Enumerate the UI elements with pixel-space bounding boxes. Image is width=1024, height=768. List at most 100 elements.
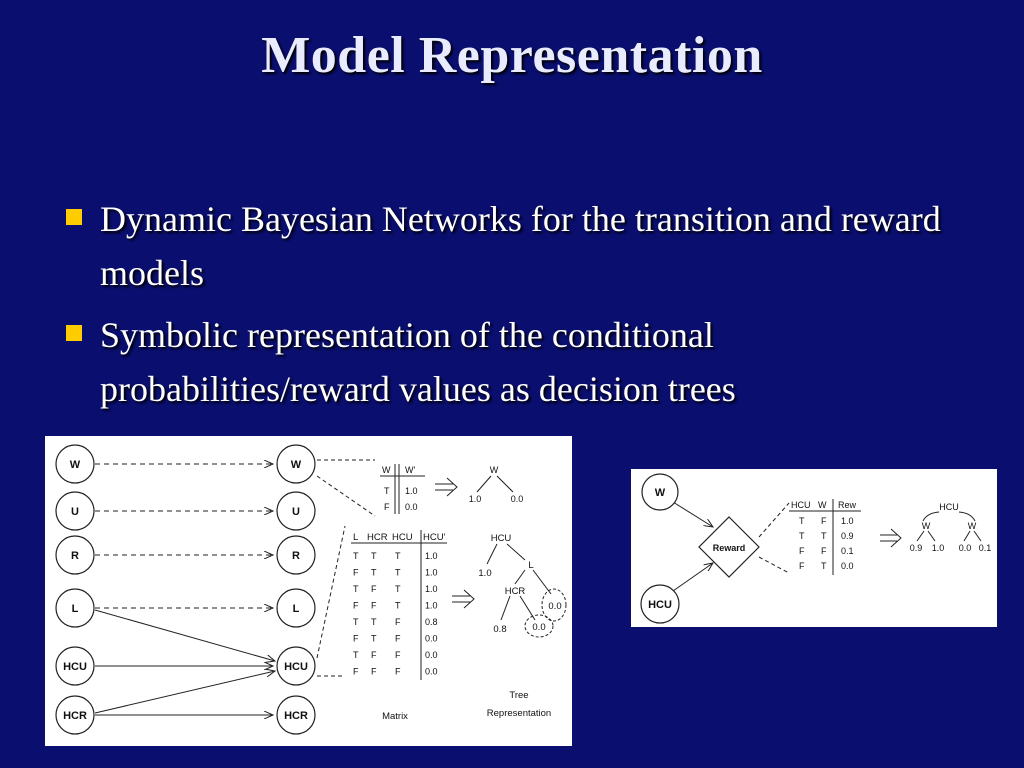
matrix-cell: F [395, 617, 401, 627]
matrix-cell: T [395, 568, 401, 578]
dbn-transition-diagram: W U R L HCU HCR W U R L HCU HCR W W' T 1… [55, 444, 567, 735]
matrix-cell: T [353, 617, 359, 627]
node-circle [640, 584, 680, 624]
tree-leaf: 0.1 [979, 543, 992, 553]
table-cell: T [821, 531, 827, 541]
dbn-transition-figure: W U R L HCU HCR W U R L HCU HCR W W' T 1… [45, 436, 572, 746]
table-cell: 0.0 [841, 561, 854, 571]
tree-node: W [922, 521, 931, 531]
matrix-cell: T [395, 551, 401, 561]
tree-caption: Representation [487, 708, 551, 719]
node-circle [55, 444, 95, 484]
table-cell: F [799, 561, 805, 571]
table-header: W [382, 465, 391, 475]
matrix-cell: 1.0 [425, 551, 438, 561]
matrix-cell: 0.0 [425, 634, 438, 644]
hcu-decision-tree: HCU L HCR 1.0 0.0 0.8 0.0 Tree Represent… [478, 533, 567, 719]
tree-leaf: 1.0 [932, 543, 945, 553]
reward-decision-tree: HCU W W 0.9 1.0 0.0 0.1 [910, 502, 992, 553]
matrix-cell: T [353, 650, 359, 660]
implies-arrow-icon [452, 589, 475, 609]
node-label-u-next: U [292, 506, 300, 518]
matrix-cell: T [371, 617, 377, 627]
tree-leaf: 0.0 [511, 494, 524, 504]
reward-diamond [698, 516, 760, 578]
tree-leaf: 0.8 [493, 624, 506, 635]
matrix-cell: F [371, 601, 377, 611]
matrix-caption: Matrix [382, 711, 408, 722]
tree-leaf: 0.9 [910, 543, 923, 553]
matrix-cell: F [371, 584, 377, 594]
matrix-cell: F [353, 601, 359, 611]
tree-node: L [528, 560, 533, 571]
node-label-w: W [70, 459, 81, 471]
node-circle [276, 695, 316, 735]
matrix-cell: T [371, 568, 377, 578]
node-circle [276, 444, 316, 484]
tree-leaf: 0.0 [548, 601, 561, 612]
node-label-hcr-next: HCR [284, 710, 308, 722]
tree-node: HCU [491, 533, 512, 544]
tree-node: W [490, 465, 499, 475]
node-circle [55, 695, 95, 735]
tree-node: HCU [939, 502, 959, 512]
node-label-w-next: W [291, 459, 302, 471]
table-cell: 1.0 [841, 516, 854, 526]
table-header: Rew [838, 500, 857, 510]
bullet-item: Dynamic Bayesian Networks for the transi… [62, 192, 962, 300]
matrix-cell: F [353, 568, 359, 578]
matrix-cell: F [353, 634, 359, 644]
matrix-cell: T [371, 634, 377, 644]
node-circle [276, 491, 316, 531]
node-label-r-next: R [292, 550, 300, 562]
bullet-square-icon [66, 209, 82, 225]
matrix-cell: T [395, 584, 401, 594]
matrix-cell: 0.0 [425, 650, 438, 660]
node-circle [55, 491, 95, 531]
node-circle [276, 646, 316, 686]
matrix-cell: 1.0 [425, 584, 438, 594]
slide-title: Model Representation [261, 27, 763, 84]
node-circle [641, 473, 679, 511]
matrix-cell: 1.0 [425, 568, 438, 578]
node-circle [55, 646, 95, 686]
reward-node-label: Reward [713, 543, 746, 553]
tree-leaf: 0.0 [532, 622, 545, 633]
bullet-text: Dynamic Bayesian Networks for the transi… [100, 199, 941, 293]
table-cell: 0.1 [841, 546, 854, 556]
node-label-w: W [655, 487, 666, 499]
table-cell: F [799, 546, 805, 556]
node-circle [55, 588, 95, 628]
bullet-item: Symbolic representation of the condition… [62, 308, 962, 416]
node-label-hcr: HCR [63, 710, 87, 722]
tree-leaf: 0.0 [959, 543, 972, 553]
table-cell: T [799, 531, 805, 541]
matrix-header: HCU' [423, 532, 446, 543]
node-label-hcu: HCU [648, 599, 672, 611]
matrix-header: HCR [367, 532, 388, 543]
matrix-cell: F [395, 634, 401, 644]
table-cell: T [384, 486, 390, 496]
node-circle [276, 535, 316, 575]
node-label-u: U [71, 506, 79, 518]
table-cell: 1.0 [405, 486, 418, 496]
node-label-r: R [71, 550, 79, 562]
bullet-list: Dynamic Bayesian Networks for the transi… [62, 192, 962, 424]
node-label-l: L [72, 603, 79, 615]
bullet-text: Symbolic representation of the condition… [100, 315, 736, 409]
table-cell: 0.9 [841, 531, 854, 541]
table-header: HCU [791, 500, 811, 510]
table-cell: F [821, 516, 827, 526]
table-cell: F [821, 546, 827, 556]
matrix-cell: F [371, 650, 377, 660]
table-cell: F [384, 502, 390, 512]
matrix-cell: T [395, 601, 401, 611]
matrix-cell: T [353, 584, 359, 594]
matrix-cell: F [395, 650, 401, 660]
tree-caption: Tree [509, 690, 528, 701]
tree-node: HCR [505, 586, 526, 597]
bullet-square-icon [66, 325, 82, 341]
matrix-cell: 0.0 [425, 667, 438, 677]
